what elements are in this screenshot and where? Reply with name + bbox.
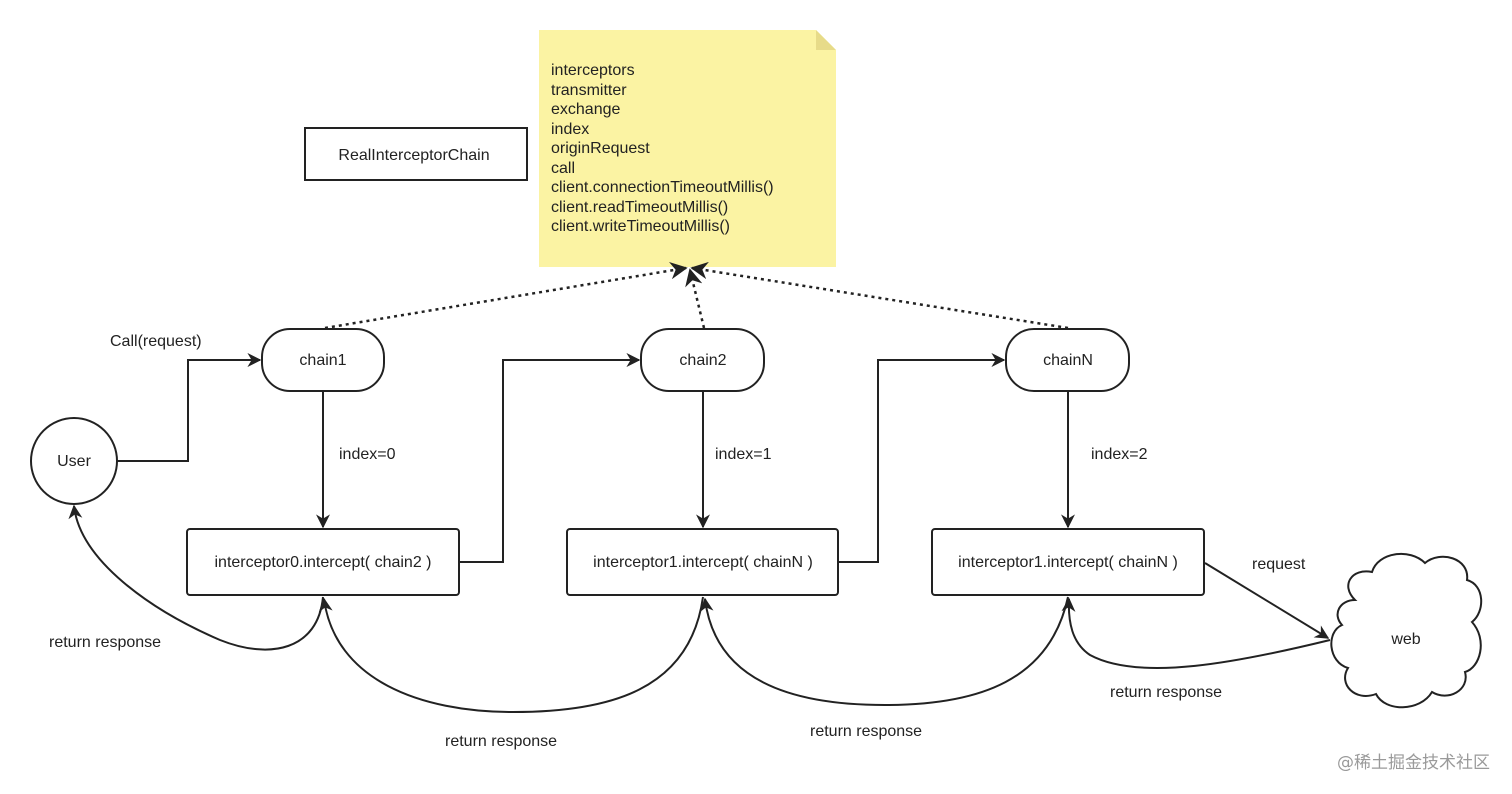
web-cloud: web [1330,552,1483,709]
class-box-label: RealInterceptorChain [338,147,489,164]
request-label: request [1252,556,1306,573]
chain-node-2: chain2 [640,328,765,392]
return-label: return response [49,634,161,651]
call-label: Call(request) [110,333,202,350]
note-field: client.connectionTimeoutMillis() [551,179,774,196]
interceptor-box-2: interceptor1.intercept( chainN ) [931,528,1205,596]
interceptor-box-1: interceptor1.intercept( chainN ) [566,528,839,596]
web-label: web [1390,631,1420,648]
note-field: transmitter [551,82,627,99]
svg-text:interceptors transmitter: interceptors transmitter exchange index … [551,62,778,235]
dotted-link-chain2 [685,268,706,329]
user-label: User [57,453,91,470]
request-arrow [1204,562,1330,639]
return-arc-web [1061,597,1331,669]
index-label: index=1 [715,446,772,463]
dotted-links [324,261,1069,330]
note-field: index [551,121,589,138]
class-box: RealInterceptorChain [304,127,528,181]
index-label: index=2 [1091,446,1148,463]
chain-node-n: chainN [1005,328,1130,392]
note-field: exchange [551,101,620,118]
dotted-link-chain1 [324,261,688,330]
watermark: @稀土掘金技术社区 [1337,753,1490,773]
return-label: return response [810,723,922,740]
return-label: return response [1110,684,1222,701]
return-arc-1 [318,596,704,714]
interceptor-box-0: interceptor0.intercept( chain2 ) [186,528,460,596]
interceptor-label: interceptor1.intercept( chainN ) [593,554,813,571]
chain-label: chainN [1043,352,1093,369]
next-chain-arrow-2 [838,353,1006,563]
next-chain-arrow-1 [459,353,641,563]
note-field: interceptors [551,62,635,79]
chain-node-1: chain1 [261,328,385,392]
return-arc-user [68,504,324,651]
chain-label: chain1 [299,352,346,369]
chain-label: chain2 [679,352,726,369]
user-node: User [30,417,118,505]
fields-note: interceptors transmitter exchange index … [539,30,836,267]
interceptor-label: interceptor0.intercept( chain2 ) [215,554,432,571]
note-field: originRequest [551,140,650,157]
note-field: call [551,160,575,177]
note-field: client.readTimeoutMillis() [551,199,728,216]
note-field: client.writeTimeoutMillis() [551,218,730,235]
call-arrow [117,353,262,462]
interceptor-label: interceptor1.intercept( chainN ) [958,554,1178,571]
return-arc-2 [699,596,1069,707]
return-label: return response [445,733,557,750]
index-label: index=0 [339,446,396,463]
dotted-link-chainN [690,261,1069,330]
